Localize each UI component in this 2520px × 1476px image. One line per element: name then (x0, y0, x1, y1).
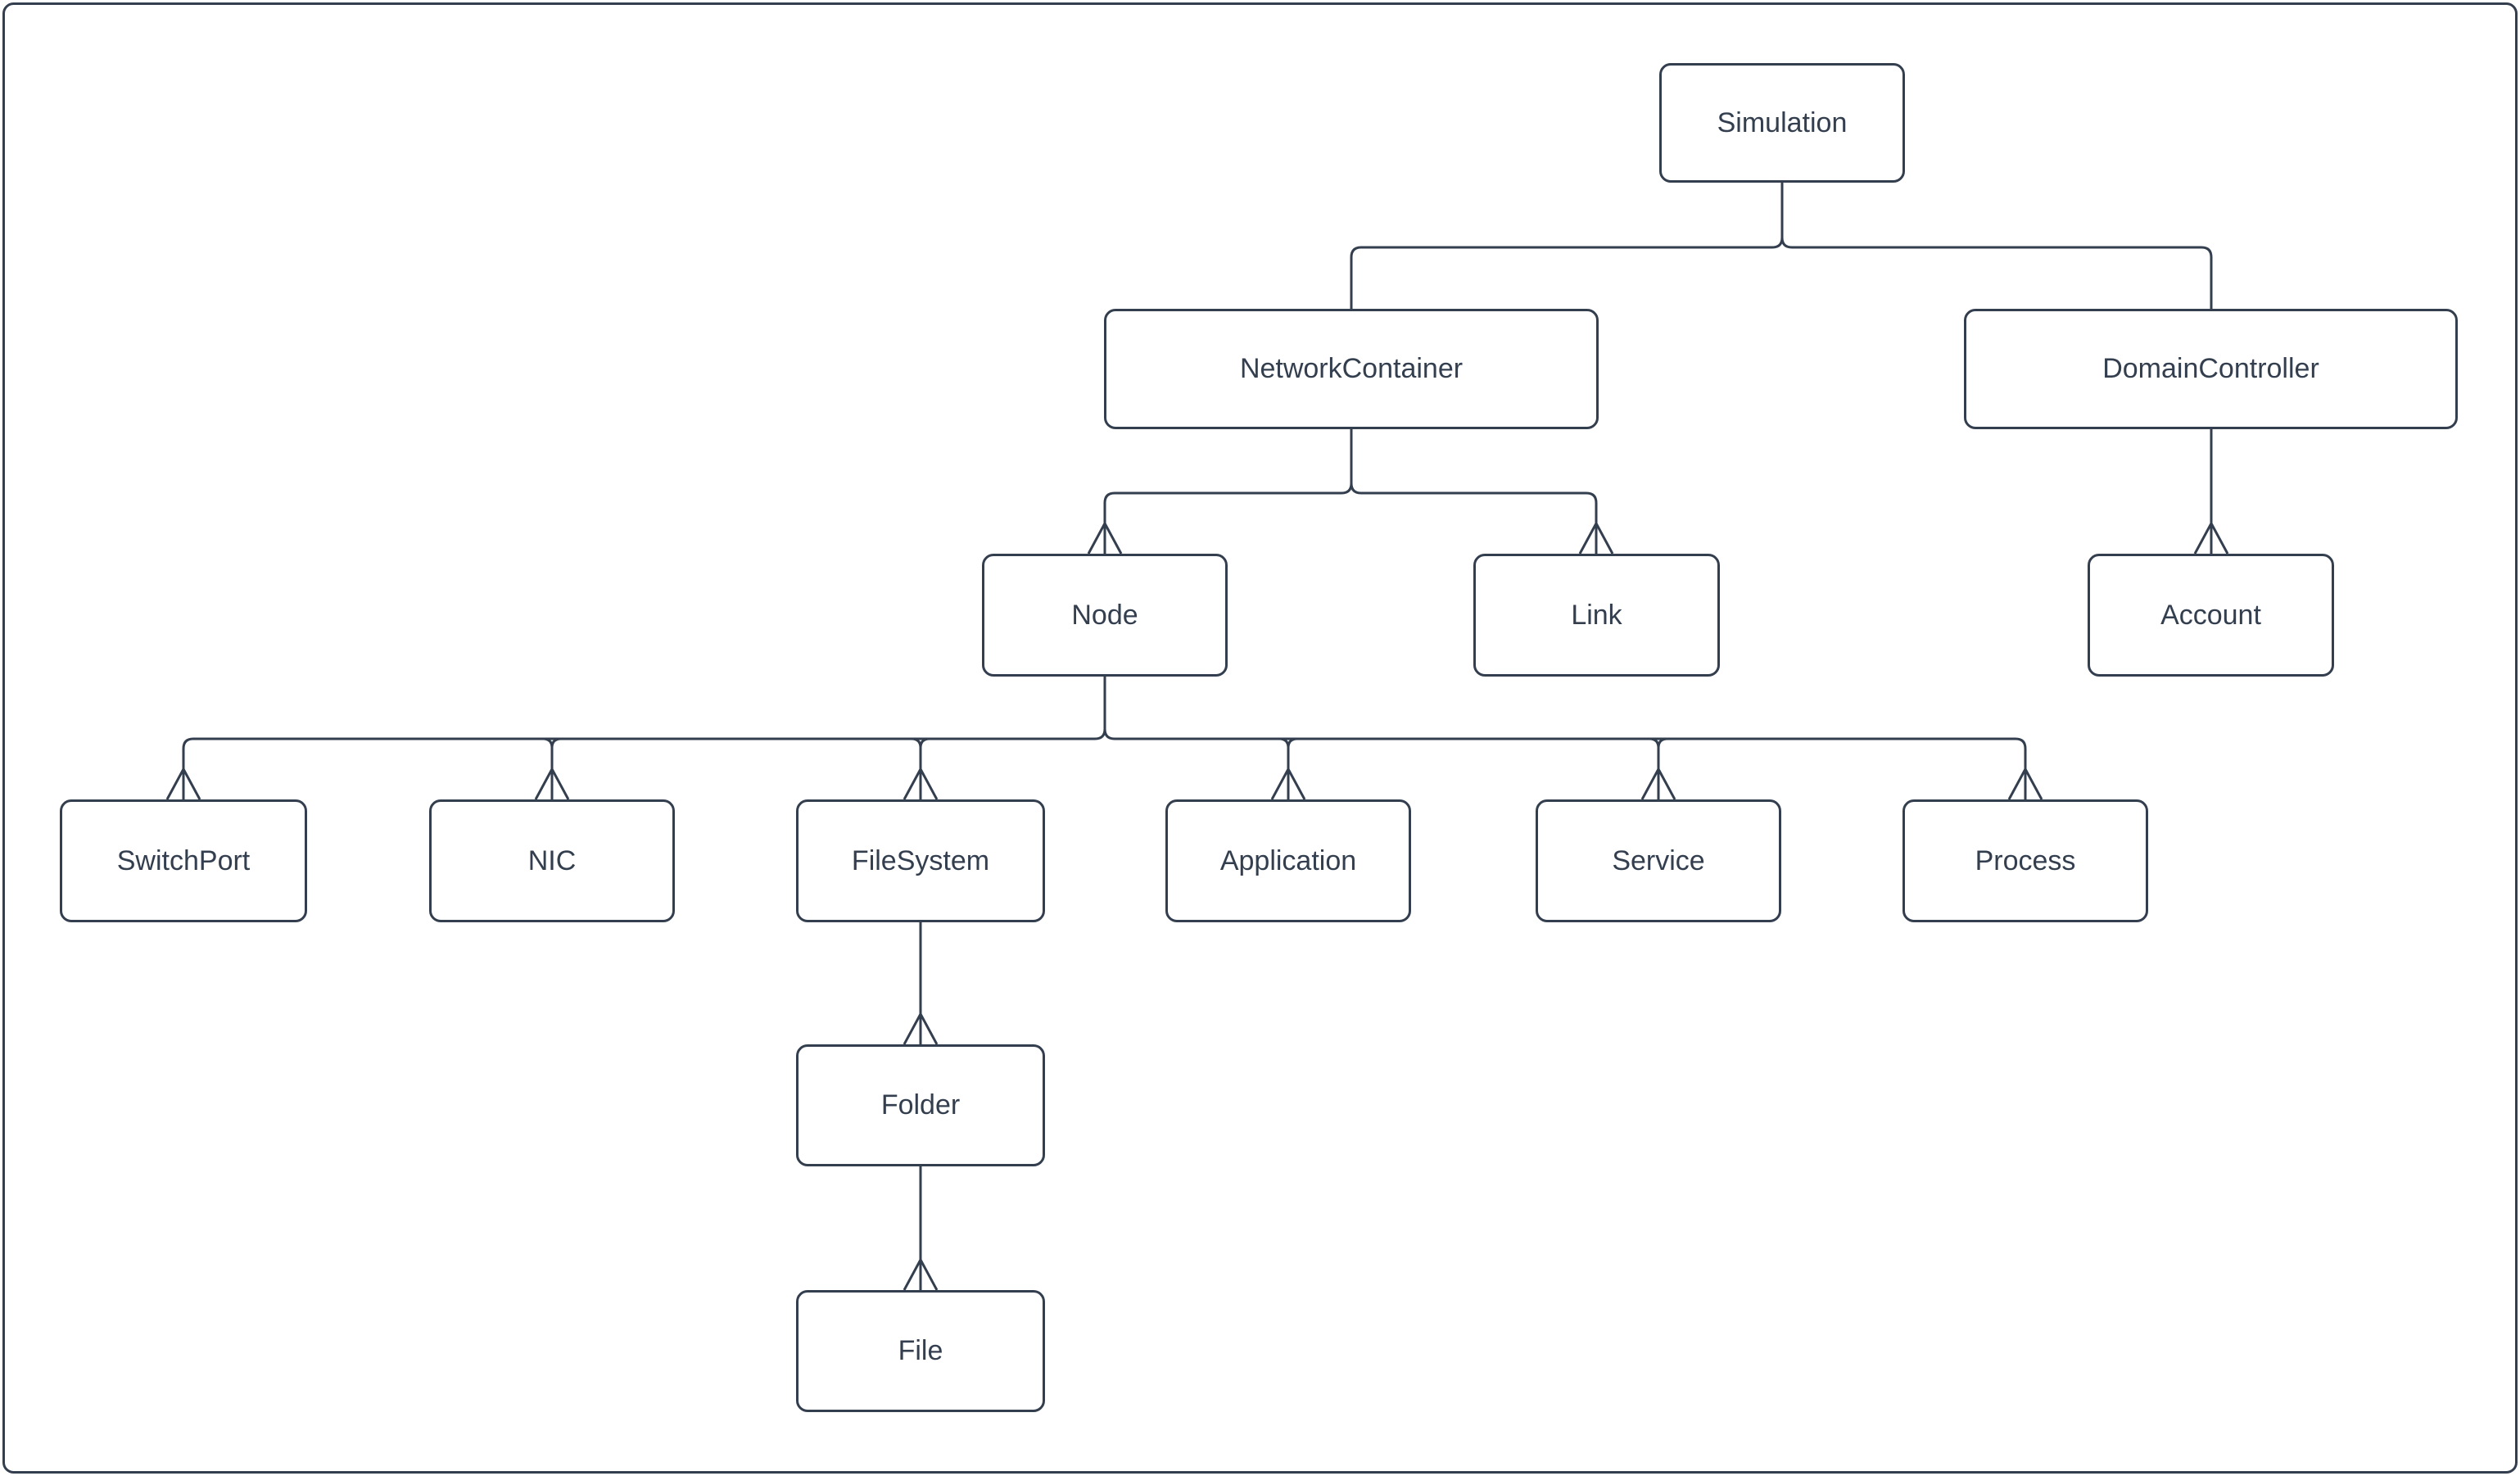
diagram-node-process: Process (1902, 799, 2148, 922)
diagram-node-service: Service (1536, 799, 1781, 922)
diagram-node-account: Account (2088, 554, 2334, 677)
edge-node-service (1649, 737, 1668, 799)
diagram-node-domain-controller: DomainController (1964, 309, 2458, 429)
edge-node-application (1278, 737, 1298, 799)
node-label-application: Application (1219, 844, 1357, 876)
node-label-folder: Folder (880, 1089, 961, 1121)
diagram-node-file: File (796, 1290, 1045, 1412)
node-label-simulation: Simulation (1717, 106, 1848, 138)
crowfoot-nic (534, 768, 570, 800)
crowfoot-account (2193, 523, 2229, 555)
node-label-network-container: NetworkContainer (1239, 353, 1464, 385)
diagram-node-application: Application (1165, 799, 1411, 922)
edge-node-process (1103, 728, 2027, 799)
node-label-switch-port: SwitchPort (116, 844, 251, 876)
edge-simulation-domaincontroller (1780, 237, 2213, 309)
diagram-node-nic: NIC (429, 799, 675, 922)
diagram-node-switch-port: SwitchPort (60, 799, 307, 922)
edge-node-switchport (182, 677, 1106, 799)
crowfoot-process (2007, 768, 2043, 800)
edge-node-nic (542, 737, 562, 799)
node-label-process: Process (1975, 844, 2076, 876)
node-label-link: Link (1571, 599, 1622, 631)
node-label-account: Account (2160, 599, 2261, 631)
crowfoot-application (1270, 768, 1306, 800)
crowfoot-service (1640, 768, 1676, 800)
crowfoot-switchport (165, 768, 201, 800)
diagram-node-link: Link (1473, 554, 1720, 677)
edge-networkcontainer-link (1350, 482, 1598, 554)
crowfoot-node (1087, 523, 1123, 555)
edge-simulation-networkcontainer (1350, 183, 1784, 309)
node-label-service: Service (1612, 844, 1705, 876)
node-label-node: Node (1071, 599, 1138, 631)
crowfoot-link (1578, 523, 1614, 555)
diagram-node-file-system: FileSystem (796, 799, 1045, 922)
diagram-node-folder: Folder (796, 1044, 1045, 1166)
diagram-node-simulation: Simulation (1659, 63, 1905, 183)
crowfoot-folder (903, 1013, 939, 1045)
edge-node-filesystem (911, 737, 930, 799)
node-label-file-system: FileSystem (851, 844, 990, 876)
node-label-domain-controller: DomainController (2102, 353, 2319, 385)
node-label-nic: NIC (527, 844, 577, 876)
diagram-node-node: Node (982, 554, 1228, 677)
edge-networkcontainer-node (1103, 429, 1353, 554)
crowfoot-filesystem (903, 768, 939, 800)
crowfoot-file (903, 1259, 939, 1291)
node-label-file: File (898, 1335, 943, 1367)
diagram-node-network-container: NetworkContainer (1104, 309, 1599, 429)
